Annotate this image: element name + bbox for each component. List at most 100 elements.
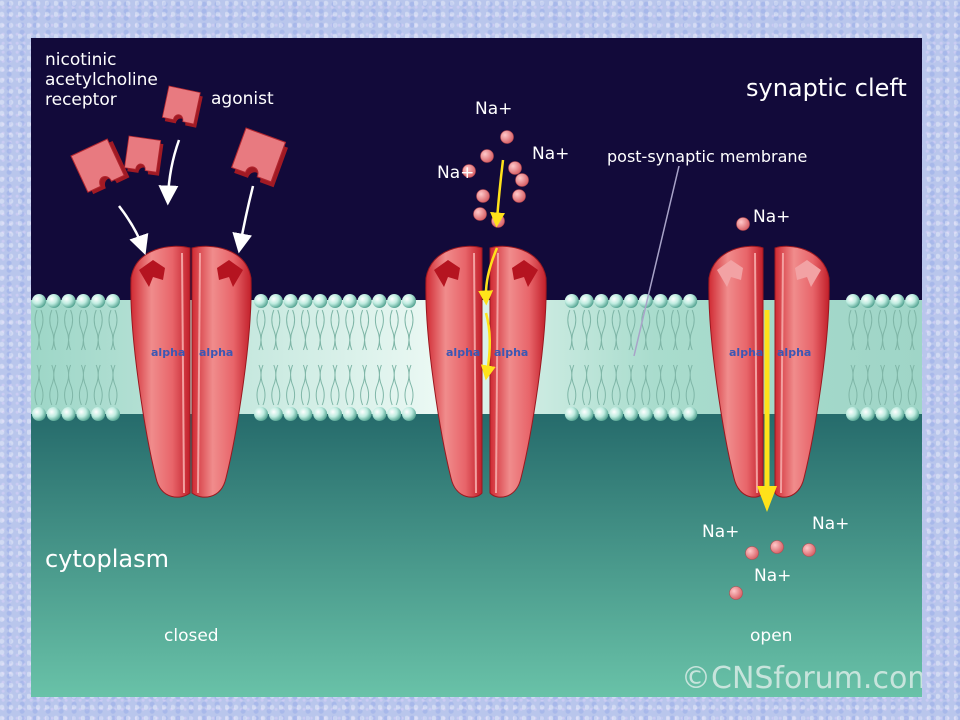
lipid-tail bbox=[49, 364, 59, 406]
sodium-ion bbox=[476, 189, 490, 203]
sodium-ion bbox=[770, 540, 784, 554]
lipid-head-outer bbox=[638, 294, 653, 308]
receptor-name-line-1: nicotinic bbox=[45, 50, 116, 70]
binding-site-left bbox=[139, 260, 165, 287]
lipid-head-inner bbox=[564, 407, 579, 421]
lipid-head-inner bbox=[860, 407, 875, 421]
sodium-ion bbox=[745, 546, 759, 560]
receptor-ridge-right bbox=[197, 252, 201, 494]
lipid-tail bbox=[108, 364, 118, 406]
sodium-ion bbox=[480, 149, 494, 163]
lipid-head-outer bbox=[624, 294, 638, 308]
lipid-tail bbox=[93, 364, 103, 406]
closed-label: closed bbox=[164, 626, 219, 646]
lipid-tail bbox=[330, 309, 340, 351]
lipid-head-inner bbox=[387, 407, 402, 421]
receptor-ridge-right bbox=[780, 252, 784, 494]
lipid-tail bbox=[404, 364, 414, 406]
receptor-ridge-right bbox=[495, 252, 499, 494]
lipid-head-outer bbox=[313, 294, 328, 308]
sodium-ion bbox=[512, 189, 526, 203]
lipid-tail bbox=[300, 309, 310, 351]
lipid-tail bbox=[93, 309, 103, 351]
binding-site-left bbox=[434, 260, 460, 287]
lipid-tail bbox=[567, 364, 577, 406]
ion-flow-arrow-channel-upper bbox=[478, 247, 499, 306]
lipid-head-outer bbox=[402, 294, 416, 308]
sodium-ion bbox=[500, 130, 514, 144]
lipid-tail bbox=[892, 364, 902, 406]
lipid-head-outer bbox=[76, 294, 91, 308]
lipid-head-inner bbox=[905, 407, 920, 421]
lipid-tail bbox=[315, 364, 325, 406]
agonist-arrow-1 bbox=[118, 205, 149, 256]
lipid-tail bbox=[374, 364, 384, 406]
lipid-tail bbox=[567, 309, 577, 351]
lipid-head-outer bbox=[254, 294, 268, 308]
receptor-open-3: alpha alpha bbox=[708, 245, 830, 498]
lipid-head-outer bbox=[298, 294, 313, 308]
lipid-head-inner bbox=[594, 407, 609, 421]
lipid-head-outer bbox=[846, 294, 860, 308]
lipid-tail bbox=[64, 364, 74, 406]
lipid-head-outer bbox=[579, 294, 594, 308]
sodium-label-6: Na+ bbox=[812, 514, 849, 534]
sodium-label-2: Na+ bbox=[532, 144, 569, 164]
ion-flow-arrow-channel-lower bbox=[480, 312, 496, 381]
binding-site-right bbox=[795, 260, 821, 287]
alpha-subunit-label-left: alpha bbox=[729, 346, 763, 359]
agonist-molecule bbox=[70, 138, 130, 195]
lipid-head-outer bbox=[32, 294, 46, 308]
lipid-head-inner bbox=[402, 407, 416, 421]
lipid-head-inner bbox=[76, 407, 91, 421]
lipid-head-inner bbox=[579, 407, 594, 421]
receptor-name-line-3: receptor bbox=[45, 90, 117, 110]
lipid-tails bbox=[34, 309, 917, 406]
lipid-head-inner bbox=[46, 407, 61, 421]
lipid-tail bbox=[907, 364, 917, 406]
sodium-ion bbox=[515, 173, 529, 187]
sodium-ion bbox=[473, 207, 487, 221]
lipid-tail bbox=[596, 364, 606, 406]
lipid-tail bbox=[685, 309, 695, 351]
lipid-head-inner bbox=[875, 407, 890, 421]
receptor-closed-1: alpha alpha bbox=[130, 245, 252, 498]
receptor-subunit-right bbox=[774, 245, 830, 498]
alpha-subunit-label-right: alpha bbox=[777, 346, 811, 359]
open-label: open bbox=[750, 626, 792, 646]
sodium-label-7: Na+ bbox=[754, 566, 791, 586]
sodium-label-3: Na+ bbox=[437, 163, 474, 183]
receptor-subunit-left bbox=[130, 245, 191, 498]
receptor-ridge-left bbox=[473, 252, 477, 494]
lipid-tail bbox=[78, 309, 88, 351]
lipid-tail bbox=[892, 309, 902, 351]
post-synaptic-membrane-label: post-synaptic membrane bbox=[607, 147, 807, 166]
lipid-tail bbox=[582, 309, 592, 351]
lipid-head-inner bbox=[106, 407, 120, 421]
lipid-head-inner bbox=[890, 407, 905, 421]
lipid-tail bbox=[596, 309, 606, 351]
lipid-head-inner bbox=[609, 407, 624, 421]
lipid-head-inner bbox=[653, 407, 668, 421]
lipid-tail bbox=[64, 309, 74, 351]
alpha-subunit-label-left: alpha bbox=[151, 346, 185, 359]
lipid-tail bbox=[34, 309, 44, 351]
lipid-head-inner bbox=[328, 407, 342, 421]
synaptic-cleft-label: synaptic cleft bbox=[746, 74, 907, 102]
receptor-subunit-right bbox=[489, 245, 547, 498]
alpha-subunit-label-right: alpha bbox=[199, 346, 233, 359]
lipid-tail bbox=[670, 364, 680, 406]
lipid-head-outer bbox=[653, 294, 668, 308]
agonist-molecules bbox=[70, 85, 288, 195]
sodium-label-5: Na+ bbox=[702, 522, 739, 542]
sodium-ion bbox=[729, 586, 743, 600]
lipid-head-inner bbox=[254, 407, 268, 421]
agonist-body bbox=[230, 127, 287, 183]
ion-flow-arrow-open-head bbox=[757, 486, 777, 512]
agonist-molecule bbox=[161, 85, 203, 128]
lipid-head-outer bbox=[860, 294, 875, 308]
lipid-head-outer bbox=[372, 294, 387, 308]
lipid-head-inner bbox=[268, 407, 283, 421]
